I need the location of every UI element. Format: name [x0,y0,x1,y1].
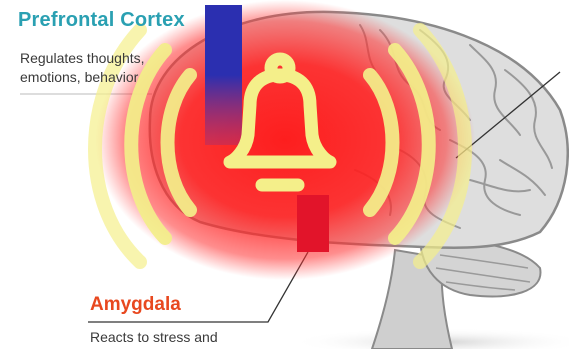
prefrontal-cortex-description: Regulates thoughts, emotions, behavior [20,49,145,87]
amygdala-description: Reacts to stress and [90,329,218,345]
prefrontal-cortex-title: Prefrontal Cortex [18,9,185,32]
arrow-down-top [205,5,242,75]
amygdala-title: Amygdala [90,294,181,316]
alarm-glow [95,0,475,280]
prefrontal-description-line-1: Regulates thoughts, [20,49,145,68]
arrow-up-bottom [297,195,329,252]
prefrontal-description-line-2: emotions, behavior [20,68,145,87]
